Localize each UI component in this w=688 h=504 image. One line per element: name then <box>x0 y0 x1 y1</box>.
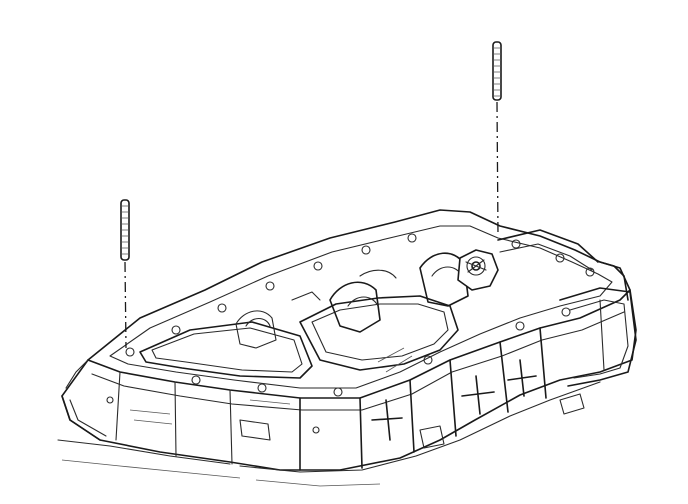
guide-stud-left <box>120 199 130 349</box>
bulkhead-cross-1 <box>371 399 403 441</box>
bulkhead-cross-2 <box>461 375 495 415</box>
deck-bolt-holes <box>106 233 595 434</box>
oil-pump-boss <box>457 249 499 291</box>
engine-block-lower-crankcase <box>57 209 637 487</box>
bulkhead-cross-3 <box>507 359 537 397</box>
guide-stud-right <box>492 41 502 237</box>
